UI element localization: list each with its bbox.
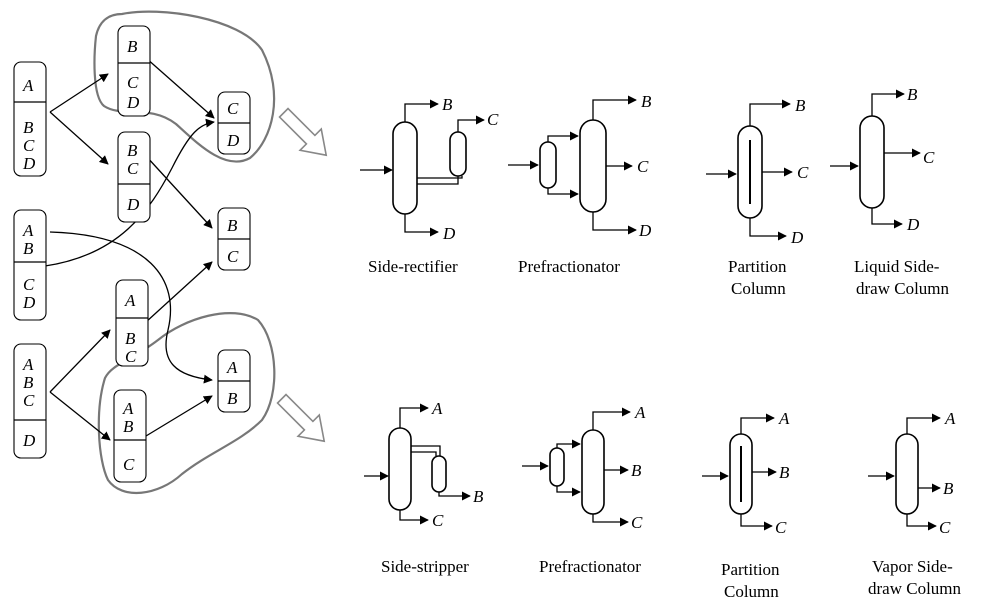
box-bcd-split-after-c: B C D [117, 131, 151, 223]
box-label: B [127, 37, 138, 56]
box-label: A [22, 355, 34, 374]
box-label: C [227, 99, 239, 118]
stream-label-d: D [638, 221, 652, 240]
box-label: B [123, 417, 134, 436]
box-label: A [22, 221, 34, 240]
box-label: B [23, 239, 34, 258]
stream-label-c: C [923, 148, 935, 167]
box-label: C [127, 159, 139, 178]
box-label: C [123, 455, 135, 474]
stream-label-c: C [631, 513, 643, 532]
box-label: B [227, 389, 238, 408]
box-label: A [122, 399, 134, 418]
stream-label-b: B [442, 95, 453, 114]
side-rectifier-diagram: B C D Side-rectifier [360, 95, 499, 276]
box-label: C [125, 347, 137, 366]
box-label: C [23, 275, 35, 294]
stream-label-b: B [943, 479, 954, 498]
stream-label-a: A [431, 399, 443, 418]
caption-side-stripper: Side-stripper [381, 557, 469, 576]
caption-vapor-side-draw-2: draw Column [868, 579, 962, 598]
stream-label-a: A [778, 409, 790, 428]
box-bcd-split-after-b: B C D [117, 25, 151, 117]
stream-label-b: B [473, 487, 484, 506]
caption-vapor-side-draw-1: Vapor Side- [872, 557, 953, 576]
vapor-side-draw-column-diagram: A B C Vapor Side- draw Column [868, 409, 962, 598]
caption-prefractionator-top: Prefractionator [518, 257, 620, 276]
box-label: D [22, 431, 36, 450]
box-abcd-split-after-b: A B C D [13, 209, 47, 321]
stream-label-c: C [637, 157, 649, 176]
stream-label-b: B [795, 96, 806, 115]
stream-label-c: C [775, 518, 787, 537]
stream-label-c: C [939, 518, 951, 537]
caption-liquid-side-draw-1: Liquid Side- [854, 257, 940, 276]
box-label: D [22, 154, 36, 173]
partition-column-top-diagram: B C D Partition Column [706, 96, 809, 298]
prefractionator-bottom-diagram: A B C Prefractionator [522, 403, 646, 576]
stream-label-b: B [907, 85, 918, 104]
hollow-arrow-top [278, 107, 328, 157]
sequence-connectors [44, 57, 215, 441]
box-label: D [22, 293, 36, 312]
box-label: D [226, 131, 240, 150]
box-abc-split-after-b: A B C [113, 389, 147, 483]
caption-side-rectifier: Side-rectifier [368, 257, 458, 276]
stream-label-a: A [634, 403, 646, 422]
hollow-arrow-bottom [276, 393, 326, 443]
box-label: A [226, 358, 238, 377]
box-label: B [23, 373, 34, 392]
stream-label-c: C [797, 163, 809, 182]
box-abcd-split-after-c: A B C D [13, 343, 47, 459]
box-label: A [124, 291, 136, 310]
caption-partition-top-2: Column [731, 279, 786, 298]
lower-blob-outline [97, 312, 276, 494]
stream-label-d: D [906, 215, 920, 234]
box-bc: B C [217, 207, 251, 271]
caption-prefractionator-bottom: Prefractionator [539, 557, 641, 576]
box-label: C [23, 391, 35, 410]
box-label: B [23, 118, 34, 137]
caption-partition-bottom-1: Partition [721, 560, 780, 579]
stream-label-b: B [641, 92, 652, 111]
stream-label-d: D [790, 228, 804, 247]
box-abc-split-after-a: A B C [115, 279, 149, 367]
box-label: C [227, 247, 239, 266]
stream-label-b: B [631, 461, 642, 480]
caption-partition-bottom-2: Column [724, 582, 779, 601]
box-label: B [127, 141, 138, 160]
box-label: A [22, 76, 34, 95]
box-label: C [23, 136, 35, 155]
stream-label-c: C [487, 110, 499, 129]
box-label: D [126, 195, 140, 214]
stream-label-b: B [779, 463, 790, 482]
box-label: B [125, 329, 136, 348]
box-cd: C D [217, 91, 251, 155]
box-ab: A B [217, 349, 251, 413]
box-label: C [127, 73, 139, 92]
caption-liquid-side-draw-2: draw Column [856, 279, 950, 298]
stream-label-d: D [442, 224, 456, 243]
liquid-side-draw-column-diagram: B C D Liquid Side- draw Column [830, 85, 950, 298]
side-stripper-diagram: A B C Side-stripper [364, 399, 484, 576]
stream-label-a: A [944, 409, 956, 428]
partition-column-bottom-diagram: A B C Partition Column [702, 409, 790, 601]
caption-partition-top-1: Partition [728, 257, 787, 276]
prefractionator-top-diagram: B C D Prefractionator [508, 92, 652, 276]
box-label: D [126, 93, 140, 112]
upper-blob-outline [93, 10, 276, 163]
box-abcd-split-after-a: A B C D [13, 61, 47, 177]
box-label: B [227, 216, 238, 235]
stream-label-c: C [432, 511, 444, 530]
